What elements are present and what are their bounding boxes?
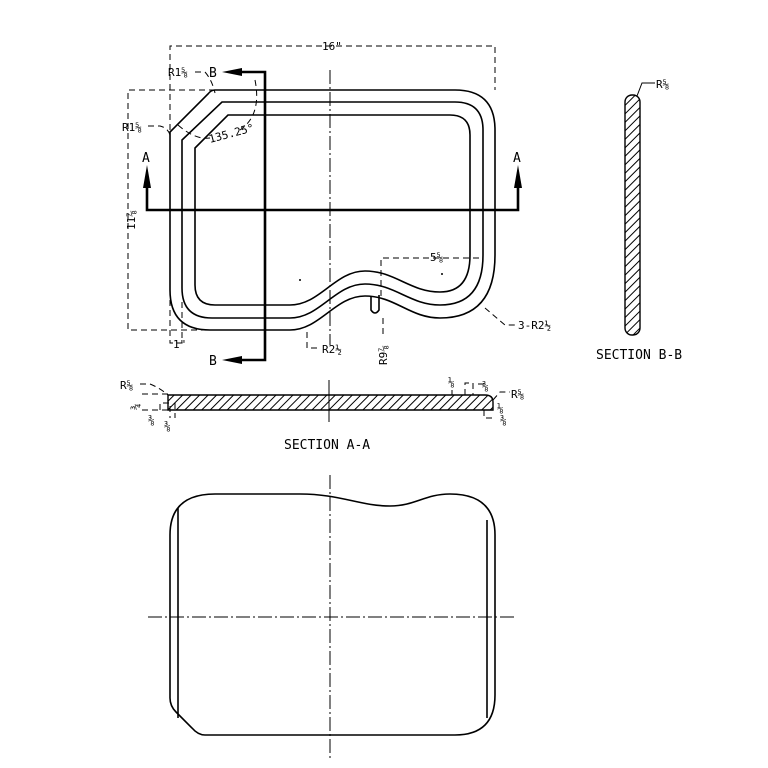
aa-left-step2: ⅜: [164, 420, 171, 433]
inner-rim: [194, 114, 471, 306]
leader-corner-radii: [484, 307, 518, 326]
angle-label: 135.25°: [207, 121, 255, 146]
leader-r-left: [148, 125, 171, 136]
dim-rim-label: 1": [173, 338, 186, 351]
aa-right-radius: R⅝: [511, 388, 525, 401]
arrow-left-icon: [222, 356, 242, 364]
corner-radii-label: 3-R2½: [518, 319, 551, 332]
dim-width: [169, 45, 496, 130]
radius-top-label: R1⅝: [168, 66, 188, 79]
section-a-label-left: A: [142, 151, 150, 166]
dim-depth: [380, 257, 483, 296]
section-b-label-top: B: [209, 66, 217, 81]
angle-arc: [177, 79, 258, 139]
aa-left-step1: ⅜: [148, 414, 155, 427]
section-aa: R⅝ ¾ ⅜ ⅜ ⅛ ⅜ R⅝ ⅛ ⅜ SECTION A-A: [120, 376, 525, 453]
section-line-a: [145, 188, 520, 212]
radius-left-label: R1⅝: [122, 121, 142, 134]
arrow-left-icon: [222, 68, 242, 76]
arrow-up-icon: [514, 165, 522, 188]
bb-radius-label: R⅝: [656, 78, 670, 91]
section-line-b: [242, 70, 267, 362]
dim-height: [127, 89, 215, 331]
slot: [370, 295, 380, 314]
bottom-outline: [169, 493, 496, 736]
leader-bb-radius: [636, 82, 655, 97]
aa-right-top: ⅛: [448, 376, 455, 389]
aa-right-step: ⅜: [482, 380, 489, 393]
dims-left-aa: [140, 383, 176, 418]
bottom-view: [148, 475, 515, 758]
aa-left-height: ¾: [129, 403, 142, 410]
top-view: 16" 11⅞ 1" R1⅝ R1⅝ 135.25° 5⅝ R2½ R9⅞ 3-…: [122, 40, 551, 369]
dim-width-label: 16": [322, 40, 342, 53]
leader-r-bottom: [306, 332, 320, 349]
dim-height-label: 11⅞: [125, 210, 138, 230]
aa-left-radius: R⅝: [120, 379, 134, 392]
aa-right-lower: ⅛: [497, 402, 504, 415]
aa-right-bottom: ⅜: [500, 414, 507, 427]
section-bb: R⅝ SECTION B-B: [596, 78, 682, 363]
dims-right-aa: [451, 382, 510, 419]
bottom-radius-label: R2½: [322, 343, 342, 356]
section-a-label-right: A: [513, 151, 521, 166]
section-bb-profile: [624, 94, 641, 336]
section-bb-title: SECTION B-B: [596, 348, 682, 363]
middle-rim: [181, 101, 484, 319]
point-mark: [441, 273, 443, 275]
section-b-label-bottom: B: [209, 354, 217, 369]
slot-radius-label: R9⅞: [377, 345, 390, 365]
arrow-up-icon: [143, 165, 151, 188]
depth-label: 5⅝: [430, 251, 444, 264]
section-aa-title: SECTION A-A: [284, 438, 370, 453]
point-mark: [299, 279, 301, 281]
leader-r-top: [195, 71, 216, 94]
section-aa-profile: [167, 394, 494, 411]
